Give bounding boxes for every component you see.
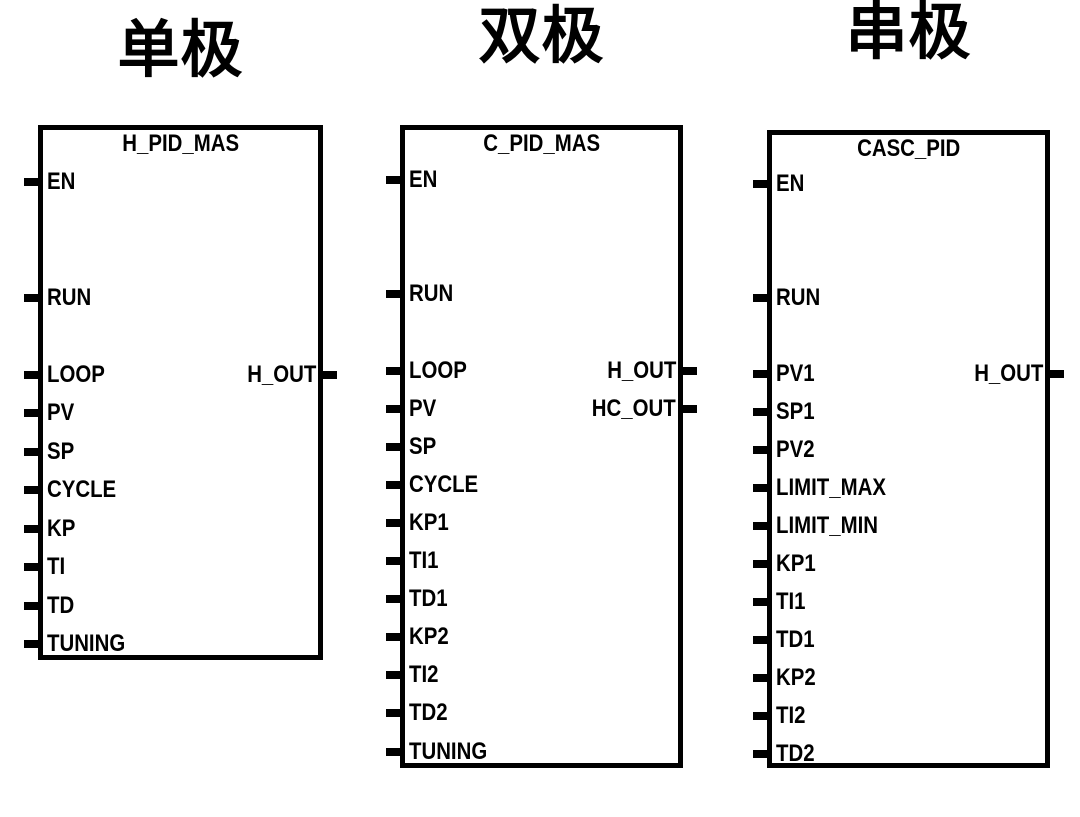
pin-stub [753,598,767,606]
pin-label: KP1 [776,550,816,577]
pin-stub [753,370,767,378]
pin-stub [24,178,38,186]
pin-label: KP2 [409,623,449,651]
pin-stub [386,595,400,604]
pin-stub [24,524,38,533]
pin-stub [386,442,400,451]
block-name: CASC_PID [772,135,1045,166]
pin-label: RUN [409,280,454,308]
pin-stub [24,640,38,648]
pin-stub [753,446,767,454]
pin-stub [683,366,697,375]
pin-label: LOOP [47,360,105,388]
pin-stub [386,176,400,184]
block-name-label: CASC_PID [856,135,961,162]
pin-stub [386,480,400,489]
pin-label: PV [409,394,437,422]
pin-label: H_OUT [973,360,1043,387]
pin-label: EN [409,166,438,193]
pin-stub [386,747,400,756]
pin-label: LIMIT_MAX [776,474,886,501]
pin-label: TD [47,591,75,619]
pin-stub [386,633,400,642]
pin-label: KP2 [776,664,816,691]
pin-label: PV1 [776,360,815,387]
diagram-title-single: 单极 [117,16,244,85]
pin-stub [753,408,767,416]
pin-stub [386,518,400,527]
pin-label: PV [47,399,75,426]
block-name-label: H_PID_MAS [122,130,239,157]
pin-label: RUN [47,283,92,311]
pin-label: SP [47,437,75,465]
pin-stub [24,601,38,610]
pin-stub [386,404,400,413]
block-name-label: C_PID_MAS [483,130,600,157]
pin-stub [753,674,767,682]
pin-label: LIMIT_MIN [776,512,878,539]
diagram-title-double: 双极 [478,2,605,71]
diagram-title-cascade: 串极 [845,0,972,67]
pin-stub [24,563,38,571]
pin-label: TI [47,553,66,580]
pin-label: TD1 [409,585,448,613]
pin-stub [753,750,767,758]
pin-stub [24,447,38,456]
pin-label: PV2 [776,436,815,463]
pin-label: TI2 [776,702,806,729]
pin-stub [753,712,767,720]
pin-label: TUNING [409,737,488,765]
pin-label: H_OUT [246,360,316,388]
pin-stub [753,522,767,530]
pin-label: KP1 [409,508,449,536]
pin-label: RUN [776,284,821,311]
pin-stub [753,636,767,644]
pin-stub [24,409,38,417]
pin-stub [753,294,767,302]
pin-label: TI2 [409,661,439,689]
pin-stub [24,293,38,302]
pin-label: EN [47,168,76,195]
pin-stub [386,671,400,680]
pin-stub [386,366,400,375]
pin-stub [386,557,400,565]
pin-stub [753,180,767,188]
pin-stub [753,484,767,492]
pin-label: TUNING [47,630,126,657]
pin-label: TI1 [776,588,806,615]
pin-label: TD2 [409,699,448,727]
pin-label: LOOP [409,356,467,384]
pin-label: KP [47,514,76,542]
pin-stub [323,370,337,379]
pin-label: SP1 [776,398,815,425]
pin-stub [1050,370,1064,378]
pin-stub [386,290,400,299]
pin-stub [683,404,697,413]
pin-label: CYCLE [47,476,117,503]
pin-stub [24,370,38,379]
pin-label: TI1 [409,547,439,574]
function-block-h-pid-mas: H_PID_MAS EN RUN LOOP PV SP CYCLE KP TI TD TUNING… [24,125,337,660]
pin-label: TD2 [776,740,815,767]
pin-label: SP [409,432,437,460]
pin-label: EN [776,170,805,197]
pin-stub [386,709,400,718]
pin-label: TD1 [776,626,815,653]
block-name: H_PID_MAS [43,130,318,161]
block-name: C_PID_MAS [405,130,678,161]
pin-stub [24,486,38,494]
pin-label: H_OUT [606,356,676,384]
pin-label: HC_OUT [592,394,676,422]
pin-label: CYCLE [409,470,479,498]
pin-stub [753,560,767,568]
